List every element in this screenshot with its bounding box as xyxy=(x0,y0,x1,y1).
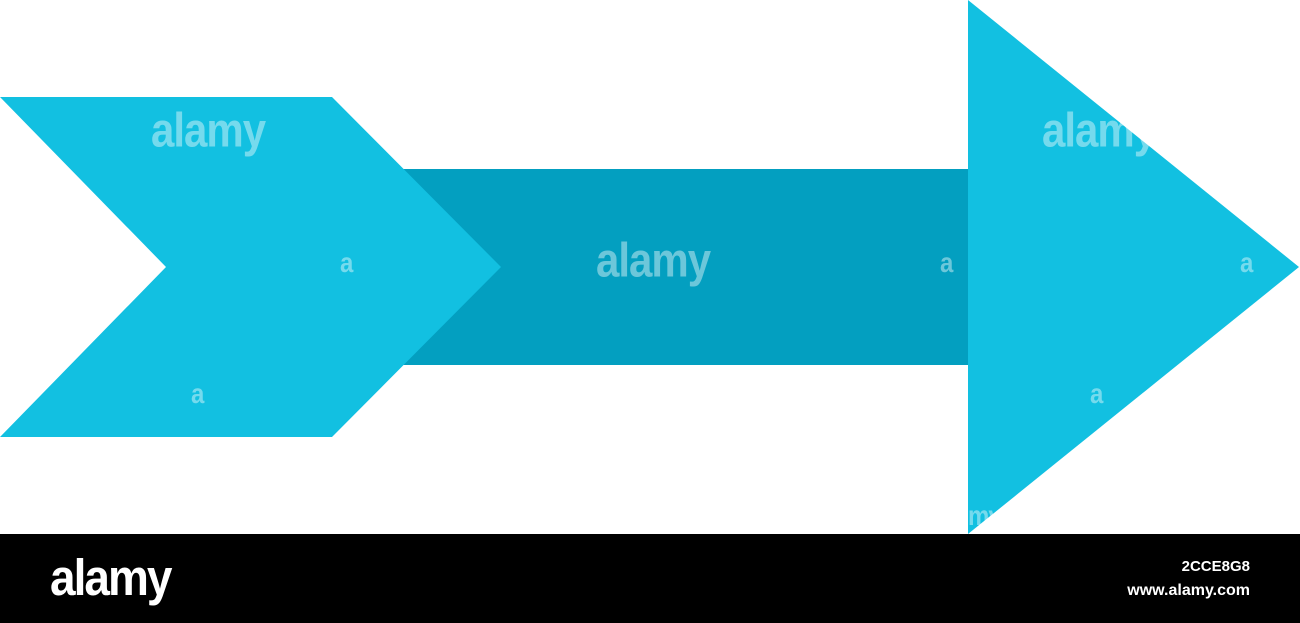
arrow-fletching xyxy=(0,97,501,437)
image-canvas: alamy alamy alamy a a a a a my xyxy=(0,0,1300,534)
watermark-text: alamy xyxy=(1042,102,1157,157)
watermark-mark: a xyxy=(940,247,953,279)
watermark-mark: a xyxy=(1240,247,1253,279)
watermark-mark: a xyxy=(1090,378,1103,410)
watermark-mark: a xyxy=(340,247,353,279)
watermark-text: alamy xyxy=(151,102,266,157)
right-arrow-icon xyxy=(0,0,1299,534)
watermark-edge: my xyxy=(968,500,1002,532)
site-url: www.alamy.com xyxy=(1127,582,1250,599)
watermark-text: alamy xyxy=(596,232,711,287)
image-id: 2CCE8G8 xyxy=(1181,558,1250,575)
footer-bar: alamy 2CCE8G8 www.alamy.com xyxy=(0,534,1300,623)
brand-logo: alamy xyxy=(50,548,172,606)
arrow-head xyxy=(968,0,1299,534)
watermark-mark: a xyxy=(191,378,204,410)
